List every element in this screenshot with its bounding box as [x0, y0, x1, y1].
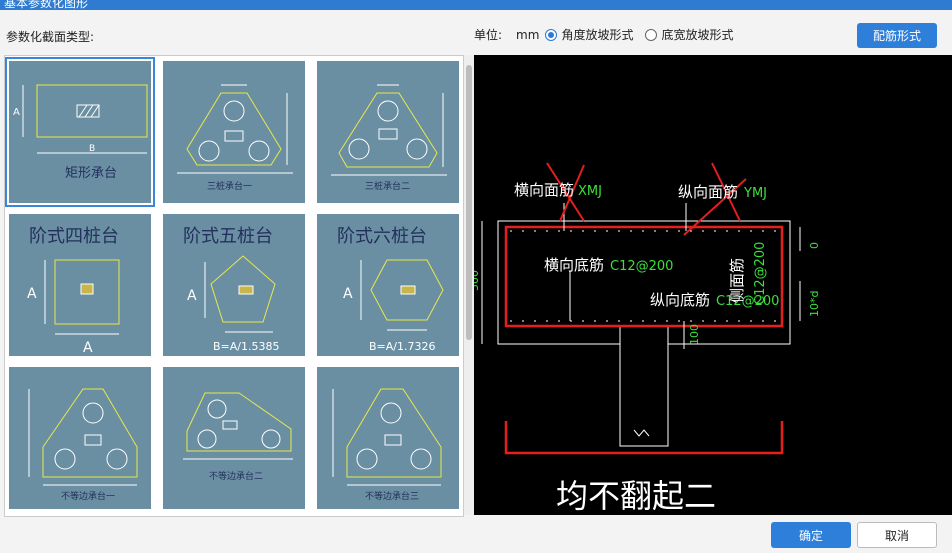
- tile-stepped-five-pile[interactable]: 阶式五桩台 A B=A/1.5385: [163, 214, 305, 356]
- dim-side-value: 10*d: [808, 291, 821, 317]
- dim-height-value: 500: [474, 270, 481, 291]
- tile-caption: 不等边承台三: [365, 490, 419, 502]
- tile-caption: 三桩承台二: [365, 180, 410, 192]
- tile-stepped-four-pile[interactable]: 阶式四桩台 A A: [9, 214, 151, 356]
- footer-label: 均不翻起二: [556, 477, 716, 515]
- dim-top-value: 0: [808, 242, 821, 249]
- radio-unchecked-icon: [645, 28, 658, 41]
- radio-checked-icon: [545, 28, 558, 41]
- label-side-bar: 侧面筋: [728, 258, 746, 303]
- tile-caption: 三桩承台一: [207, 180, 252, 192]
- dim-b-label: A: [83, 340, 93, 356]
- dim-a-label: A: [343, 286, 353, 302]
- tile-unequal-cap-2[interactable]: 不等边承台二: [163, 367, 305, 509]
- dim-a-label: A: [27, 286, 37, 302]
- cancel-button[interactable]: 取消: [857, 522, 937, 548]
- tile-caption: 阶式六桩台: [337, 226, 427, 247]
- label-bottom-transverse-spec: C12@200: [610, 259, 673, 274]
- tile-caption: 阶式四桩台: [29, 226, 119, 247]
- tile-caption: 矩形承台: [65, 166, 117, 181]
- label-top-transverse-code: XMJ: [578, 184, 602, 199]
- label-top-longitudinal-code: YMJ: [743, 186, 767, 201]
- tile-caption: 阶式五桩台: [183, 226, 273, 247]
- label-top-transverse: 横向面筋: [514, 181, 574, 199]
- unit-row: 单位: mm 角度放坡形式 底宽放坡形式: [474, 26, 733, 43]
- tile-three-pile-1[interactable]: 三桩承台一: [163, 61, 305, 203]
- dim-b-label: B: [89, 144, 95, 154]
- section-gallery: A B 矩形承台 三桩承台一 三桩承台二: [4, 55, 464, 517]
- radio-angle-slope[interactable]: 角度放坡形式: [545, 26, 633, 43]
- formula-label: B=A/1.7326: [369, 340, 435, 353]
- tile-unequal-cap-3[interactable]: 不等边承台三: [317, 367, 459, 509]
- rebar-form-button[interactable]: 配筋形式: [857, 23, 937, 48]
- label-bottom-longitudinal-spec: C12@200: [716, 294, 779, 309]
- dim-a-label: A: [13, 107, 20, 118]
- label-side-bar-spec: C12@200: [753, 242, 768, 305]
- tile-caption: 不等边承台一: [61, 490, 115, 502]
- gallery-scrollbar[interactable]: [464, 55, 474, 515]
- label-bottom-transverse: 横向底筋: [544, 256, 604, 274]
- unit-label: 单位:: [474, 28, 503, 42]
- window-title: 基本参数化图形: [4, 0, 89, 10]
- tile-stepped-six-pile[interactable]: 阶式六桩台 A B=A/1.7326: [317, 214, 459, 356]
- ok-button[interactable]: 确定: [771, 522, 851, 548]
- radio-width-slope[interactable]: 底宽放坡形式: [645, 26, 733, 43]
- label-bottom-longitudinal: 纵向底筋: [650, 291, 710, 309]
- tile-rect-cap[interactable]: A B 矩形承台: [5, 57, 155, 207]
- tile-three-pile-2[interactable]: 三桩承台二: [317, 61, 459, 203]
- title-bar: 基本参数化图形: [0, 0, 952, 10]
- section-type-label: 参数化截面类型:: [6, 30, 95, 44]
- dim-a-label: A: [187, 288, 197, 304]
- dim-bottom-value: 100: [688, 324, 701, 345]
- section-preview: 横向面筋 XMJ 纵向面筋 YMJ 横向底筋 C12@200 纵向底筋 C12@…: [474, 55, 952, 515]
- unit-value: mm: [516, 27, 540, 42]
- tile-unequal-cap-1[interactable]: 不等边承台一: [9, 367, 151, 509]
- formula-label: B=A/1.5385: [213, 340, 279, 353]
- scrollbar-thumb[interactable]: [466, 65, 472, 340]
- label-top-longitudinal: 纵向面筋: [678, 183, 738, 201]
- tile-caption: 不等边承台二: [209, 470, 263, 482]
